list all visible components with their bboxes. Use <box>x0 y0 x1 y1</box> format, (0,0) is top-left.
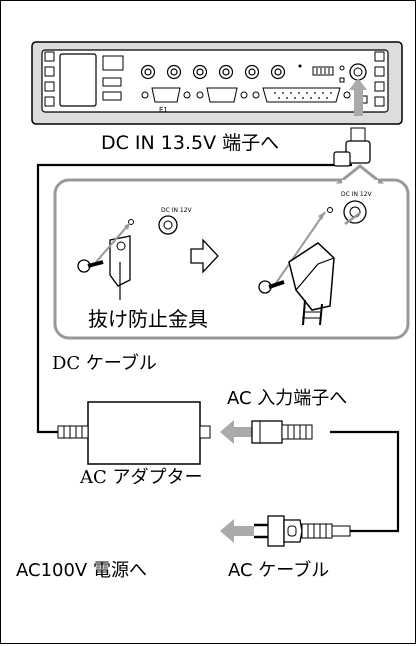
ac-power-source-label: AC100V 電源へ <box>16 560 147 581</box>
ac-input-plug <box>220 420 313 444</box>
dc-plug <box>333 127 371 167</box>
ac-adapter-label: AC アダプター <box>80 467 203 488</box>
port-label-e1: E1 <box>159 106 168 114</box>
bracket-illustration <box>77 215 178 300</box>
dc-in-12v-label-left: DC IN 12V <box>161 207 192 214</box>
ac-cable <box>330 430 400 533</box>
ac-cable-label: AC ケーブル <box>228 560 330 581</box>
attached-plug-illustration <box>258 200 367 326</box>
hollow-right-arrow-icon <box>190 238 219 274</box>
dc-in-12v-label-right: DC IN 12V <box>341 191 372 198</box>
dc-cable-label: DC ケーブル <box>52 353 157 374</box>
dc-plug-up-arrow <box>349 78 367 116</box>
device-rear-panel <box>31 41 403 125</box>
ac-input-terminal-label: AC 入力端子へ <box>227 388 348 409</box>
ac-adapter <box>57 401 211 465</box>
dc-in-terminal-label: DC IN 13.5V 端子へ <box>101 132 280 154</box>
dc-cable <box>36 163 352 434</box>
ac-wall-plug <box>220 515 351 547</box>
bracket-label: 抜け防止金具 <box>88 307 208 331</box>
